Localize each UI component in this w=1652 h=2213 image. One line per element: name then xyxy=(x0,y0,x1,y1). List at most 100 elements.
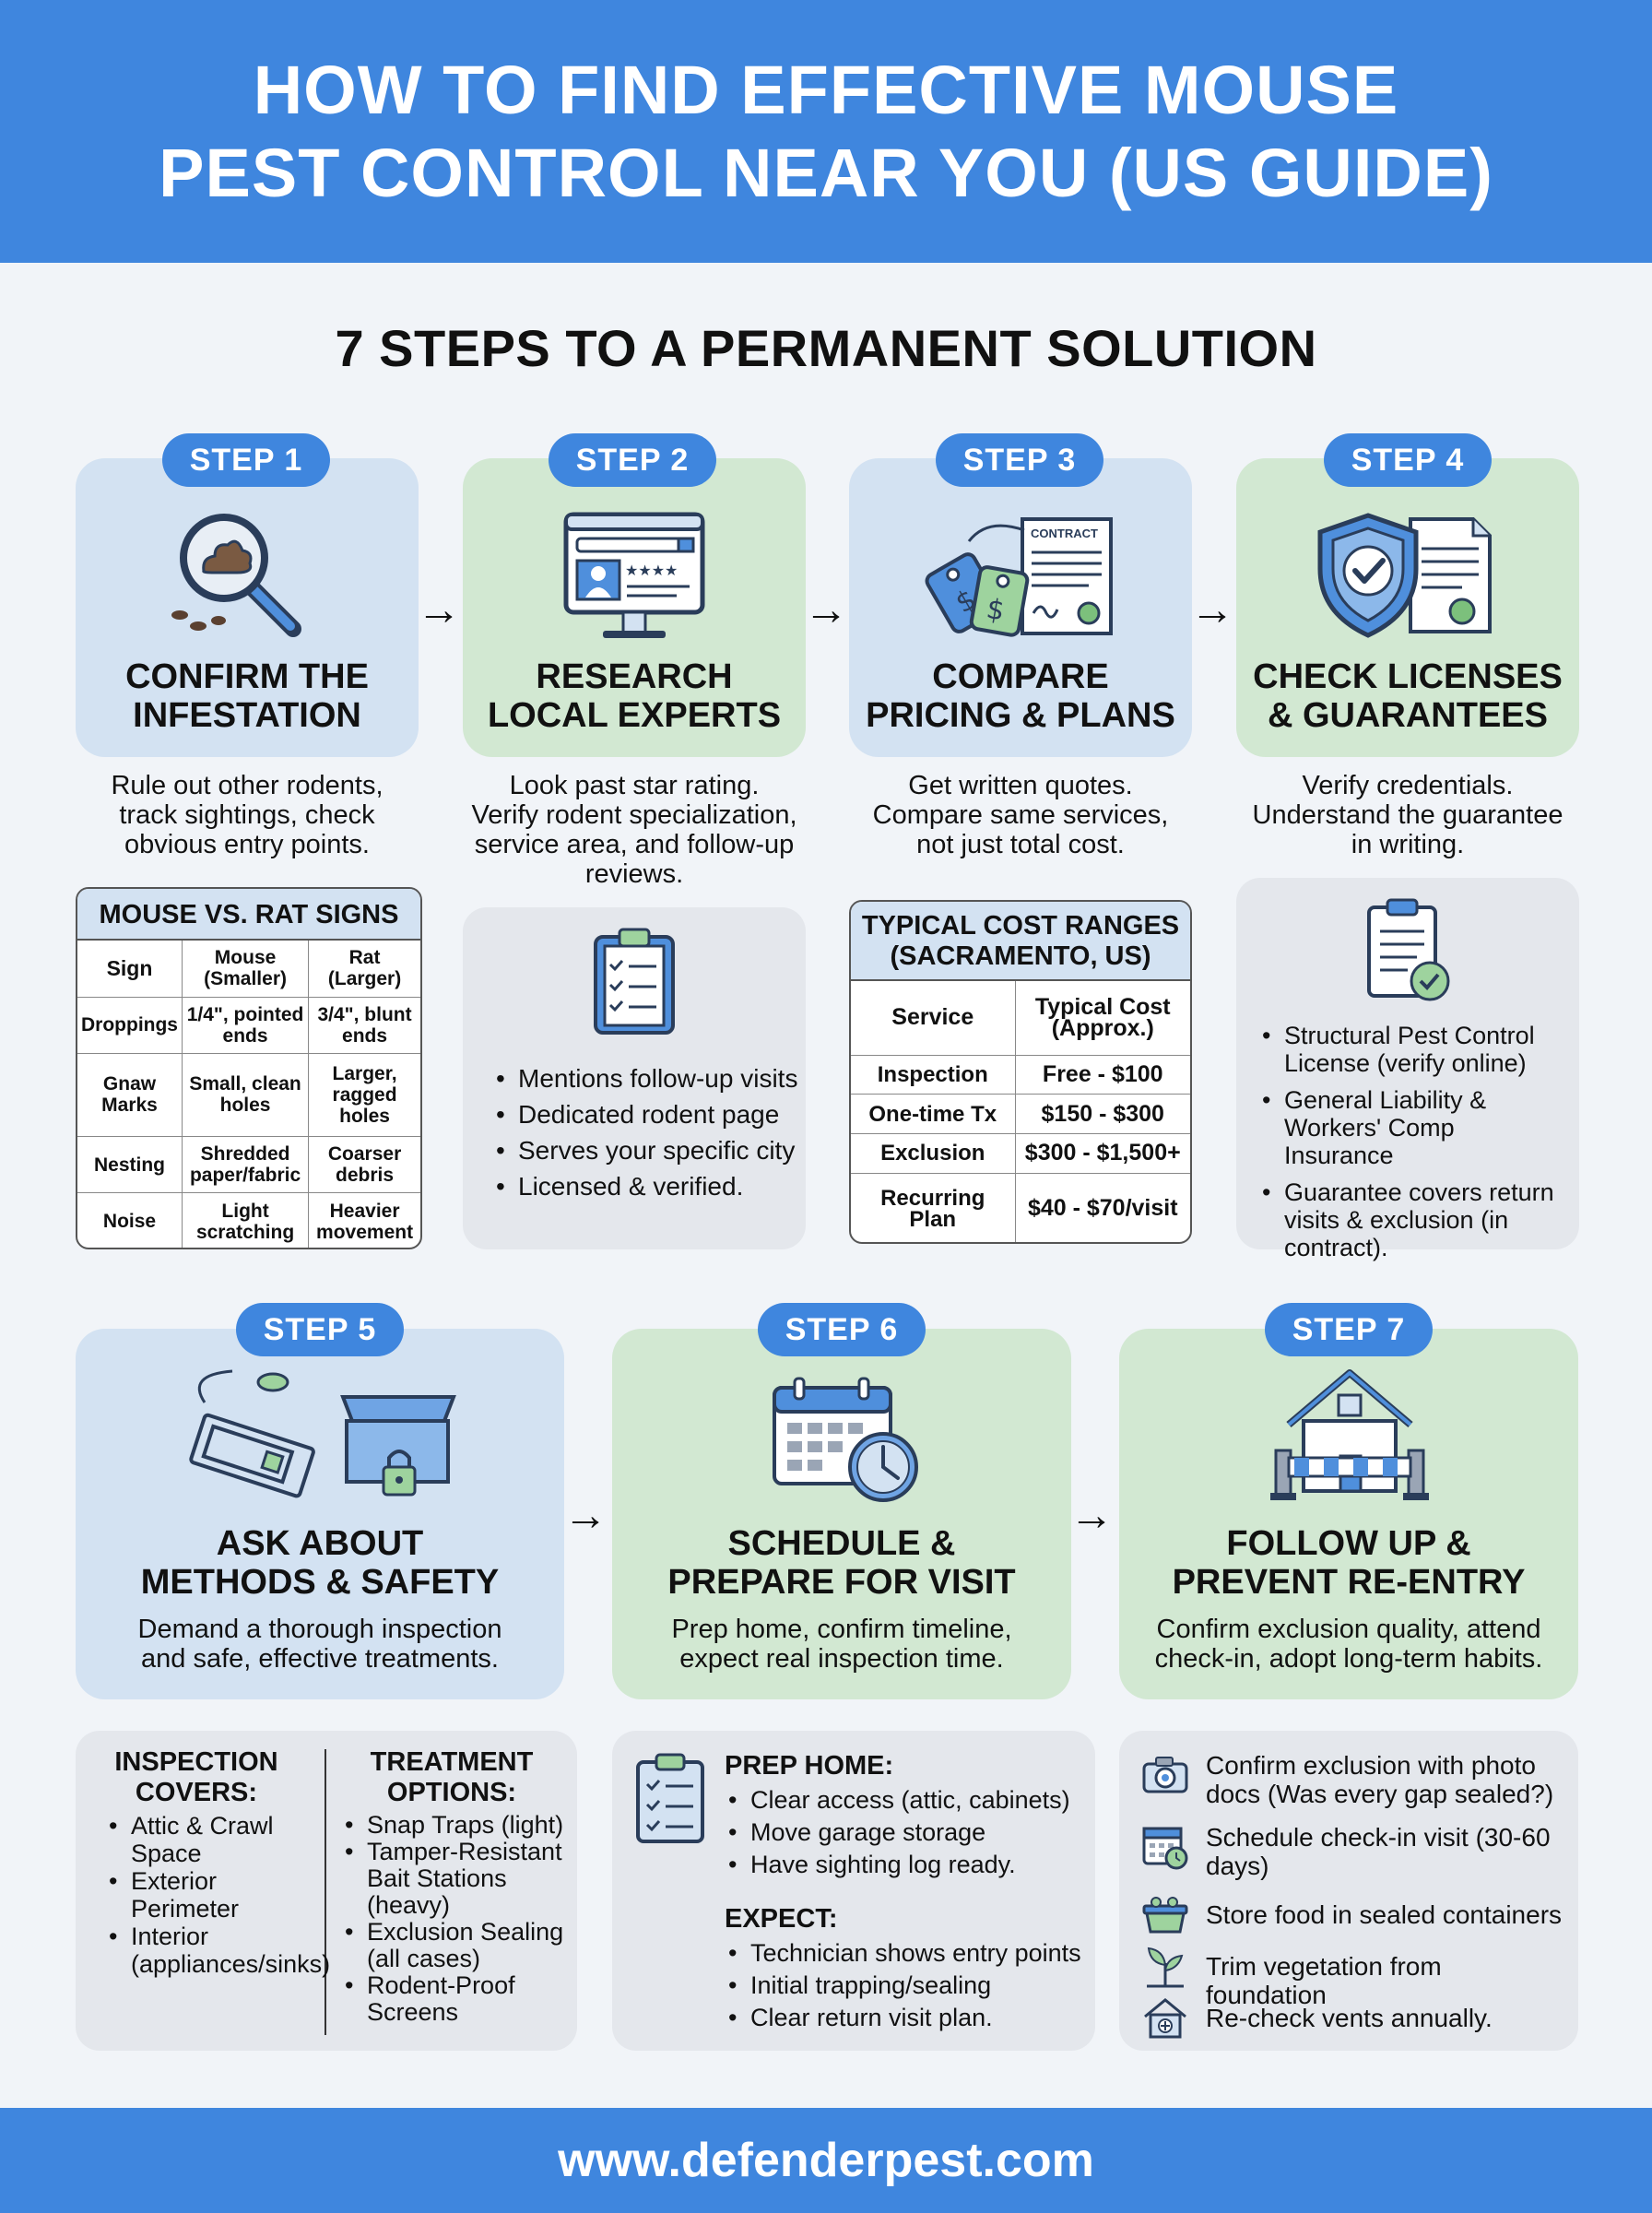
table-row: Droppings 1/4", pointed ends 3/4", blunt… xyxy=(77,996,420,1055)
table-row: Exclusion $300 - $1,500+ xyxy=(851,1132,1190,1174)
cost-ranges-table: TYPICAL COST RANGES (SACRAMENTO, US) Ser… xyxy=(849,900,1192,1244)
step-1-title-line-1: CONFIRM THE xyxy=(125,657,369,696)
step-5-card: ASK ABOUT METHODS & SAFETY Demand a thor… xyxy=(76,1329,564,1699)
title-line-2: PEST CONTROL NEAR YOU (US GUIDE) xyxy=(159,134,1493,211)
list-item: Move garage storage xyxy=(728,1817,1088,1849)
list-item: Store food in sealed containers xyxy=(1206,1900,1565,1929)
step-7-badge: STEP 7 xyxy=(1265,1303,1433,1356)
table-cell: Shredded paper/fabric xyxy=(181,1135,310,1194)
step-2-title-line-2: LOCAL EXPERTS xyxy=(487,696,782,735)
column-divider xyxy=(324,1749,326,2035)
monitor-review-icon: ★★★★ xyxy=(563,512,705,638)
table-header-cell: Rat (Larger) xyxy=(308,941,420,998)
table-cell: Heavier movement xyxy=(308,1192,420,1248)
title-line-1: HOW TO FIND EFFECTIVE MOUSE xyxy=(253,51,1399,128)
prep-home-list: Clear access (attic, cabinets) Move gara… xyxy=(728,1784,1088,1881)
step-7-panel: Confirm exclusion with photo docs (Was e… xyxy=(1119,1731,1578,2051)
step-2-title-line-1: RESEARCH xyxy=(536,657,733,696)
step-1-badge: STEP 1 xyxy=(162,433,330,487)
trap-bait-station-icon xyxy=(189,1369,456,1498)
step-3-title-line-1: COMPARE xyxy=(932,657,1109,696)
table-row: Noise Light scratching Heavier movement xyxy=(77,1192,420,1248)
list-item: Initial trapping/sealing xyxy=(728,1970,1088,2002)
list-item: Guarantee covers return visits & exclusi… xyxy=(1262,1178,1568,1261)
list-item: Confirm exclusion with photo docs (Was e… xyxy=(1206,1751,1565,1808)
step-6-desc-line: expect real inspection time. xyxy=(679,1644,1004,1674)
plant-icon xyxy=(1147,1947,1184,1988)
step-3-title-line-2: PRICING & PLANS xyxy=(866,696,1175,735)
step-4-panel: Structural Pest Control License (verify … xyxy=(1236,878,1579,1261)
food-container-icon xyxy=(1142,1897,1188,1934)
table-cell: 3/4", blunt ends xyxy=(308,996,420,1055)
table-cell: Exclusion xyxy=(851,1132,1016,1174)
table-cell: $40 - $70/visit xyxy=(1014,1172,1190,1242)
step-6-title: SCHEDULE & PREPARE FOR VISIT xyxy=(612,1524,1071,1602)
step-7-description: Confirm exclusion quality, attend check-… xyxy=(1119,1615,1578,1674)
calendar-clock-icon xyxy=(773,1377,918,1502)
step-5-title-line-1: ASK ABOUT xyxy=(216,1524,424,1563)
step-1-desc-line: Rule out other rodents, xyxy=(111,771,384,800)
header-banner: HOW TO FIND EFFECTIVE MOUSE PEST CONTROL… xyxy=(0,0,1652,263)
footer-banner: www.defenderpest.com xyxy=(0,2108,1652,2213)
list-item: Tamper-Resistant Bait Stations (heavy) xyxy=(345,1839,566,1919)
expect-heading: EXPECT: xyxy=(725,1904,838,1934)
step-5-desc-line: Demand a thorough inspection xyxy=(137,1615,502,1644)
step-6-panel: PREP HOME: Clear access (attic, cabinets… xyxy=(612,1731,1095,2051)
list-item: Attic & Crawl Space xyxy=(109,1812,312,1867)
step-1-title: CONFIRM THE INFESTATION xyxy=(76,657,419,735)
step-5-desc-line: and safe, effective treatments. xyxy=(141,1644,499,1674)
table-cell: Larger, ragged holes xyxy=(308,1053,420,1137)
website-link[interactable]: www.defenderpest.com xyxy=(558,2134,1094,2187)
step-5-title-line-2: METHODS & SAFETY xyxy=(140,1563,500,1602)
table-cell: One-time Tx xyxy=(851,1094,1016,1134)
prep-home-heading: PREP HOME: xyxy=(725,1751,894,1781)
step-1-desc-line: track sightings, check xyxy=(119,800,375,830)
step-3-title: COMPARE PRICING & PLANS xyxy=(849,657,1192,735)
list-item: Technician shows entry points xyxy=(728,1937,1088,1970)
house-barrier-icon xyxy=(1270,1369,1429,1500)
step-3-desc-line: Get written quotes. xyxy=(908,771,1133,800)
step-3-card: CONTRACT $ $ COMPARE PRICING & PLANS xyxy=(849,458,1192,757)
table-cell: Recurring Plan xyxy=(851,1172,1016,1242)
step-4-desc-line: in writing. xyxy=(1351,830,1465,859)
list-item: Serves your specific city xyxy=(496,1132,797,1168)
table-cell: Droppings xyxy=(77,996,183,1055)
step-4-description: Verify credentials. Understand the guara… xyxy=(1236,771,1579,859)
list-item: Exterior Perimeter xyxy=(109,1867,312,1923)
step-4-card: CHECK LICENSES & GUARANTEES xyxy=(1236,458,1579,757)
table-cell: Coarser debris xyxy=(308,1135,420,1194)
step-4-title-line-1: CHECK LICENSES xyxy=(1253,657,1563,696)
list-item: General Liability & Workers' Comp Insura… xyxy=(1262,1086,1568,1169)
house-vent-icon xyxy=(1144,1998,1186,2039)
table-row: Gnaw Marks Small, clean holes Larger, ra… xyxy=(77,1053,420,1137)
treatment-options-list: Snap Traps (light) Tamper-Resistant Bait… xyxy=(345,1812,566,2026)
section-subtitle: 7 STEPS TO A PERMANENT SOLUTION xyxy=(335,319,1317,377)
table-header-cell: Sign xyxy=(77,941,183,998)
cost-grid: Service Typical Cost (Approx.) Inspectio… xyxy=(851,981,1190,1242)
step-2-desc-line: service area, and follow-up xyxy=(474,830,795,859)
table-header-row: Service Typical Cost (Approx.) xyxy=(851,981,1190,1056)
step-6-title-line-1: SCHEDULE & xyxy=(727,1524,956,1563)
page-title: HOW TO FIND EFFECTIVE MOUSE PEST CONTROL… xyxy=(159,49,1493,215)
step-2-panel: Mentions follow-up visits Dedicated rode… xyxy=(463,907,806,1249)
list-item: Clear return visit plan. xyxy=(728,2002,1088,2034)
step-3-description: Get written quotes. Compare same service… xyxy=(849,771,1192,859)
calendar-icon xyxy=(1142,1827,1188,1870)
table-cell: Light scratching xyxy=(181,1192,310,1248)
follow-up-item-text: Re-check vents annually. xyxy=(1206,2004,1493,2032)
table-cell: $150 - $300 xyxy=(1014,1094,1190,1134)
step-2-card: ★★★★ RESEARCH LOCAL EXPERTS xyxy=(463,458,806,757)
step-6-card: SCHEDULE & PREPARE FOR VISIT Prep home, … xyxy=(612,1329,1071,1699)
step-6-title-line-2: PREPARE FOR VISIT xyxy=(667,1563,1016,1602)
step-1-title-line-2: INFESTATION xyxy=(133,696,361,735)
table-header-cell: Mouse (Smaller) xyxy=(181,941,310,998)
clipboard-checklist-icon xyxy=(636,1753,704,1843)
arrow-right-icon: → xyxy=(1190,586,1234,634)
step-6-desc-line: Prep home, confirm timeline, xyxy=(671,1615,1012,1644)
step-4-checklist: Structural Pest Control License (verify … xyxy=(1262,1022,1568,1261)
step-4-desc-line: Verify credentials. xyxy=(1302,771,1514,800)
step-2-desc-line: reviews. xyxy=(584,859,684,889)
mouse-vs-rat-title: MOUSE VS. RAT SIGNS xyxy=(77,889,420,941)
list-item: Dedicated rodent page xyxy=(496,1096,797,1132)
checklist-clipboard-icon xyxy=(594,928,675,1035)
